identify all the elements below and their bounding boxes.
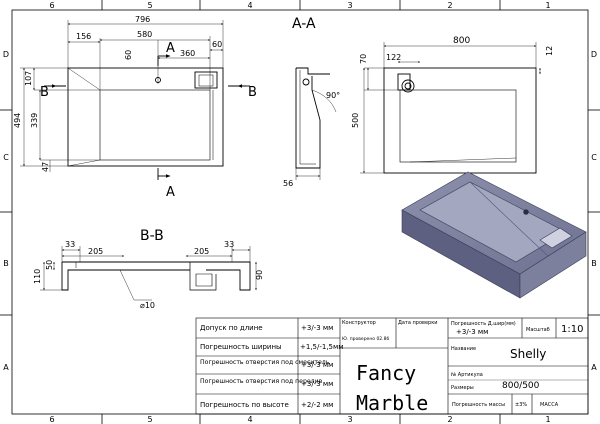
side-view	[383, 67, 537, 174]
dim-205-right: 205	[194, 247, 209, 256]
zone-top-3: 4	[247, 1, 252, 10]
zone-left-d: D	[3, 50, 9, 59]
dim-33-left: 33	[65, 240, 75, 249]
front-view-labels: 796 156 580 60 360 60 107 494 339 47 A A…	[13, 15, 257, 200]
dim-800: 800	[453, 36, 470, 46]
mass-tolerance-value: ±3%	[515, 402, 527, 408]
dim-50: 50	[45, 260, 54, 270]
dim-500: 500	[351, 113, 360, 128]
dim-60-top: 60	[124, 50, 133, 60]
section-a-bottom: A	[166, 185, 175, 200]
tol-size-value: +3/-3 мм	[456, 328, 488, 336]
zone-bottom-1: 6	[49, 415, 54, 424]
zone-right-a: A	[591, 363, 597, 372]
section-aa-title: A-A	[292, 16, 316, 32]
section-aa	[295, 67, 337, 169]
dim-90-bb: 90	[255, 270, 264, 280]
tol-overflow-label: Погрешность отверстия под перелив	[200, 378, 323, 385]
dim-796: 796	[135, 15, 150, 24]
tol-height-label: Погрешность по высоте	[200, 401, 289, 409]
dim-33-right: 33	[224, 240, 234, 249]
zone-top-6: 1	[545, 1, 550, 10]
scale-value: 1:10	[561, 324, 583, 335]
zone-left-b: B	[3, 259, 9, 268]
tol-length-label: Допуск по длине	[200, 324, 263, 332]
section-a-top: A	[166, 41, 175, 56]
dim-60-right: 60	[212, 40, 222, 49]
section-b-right: B	[248, 85, 257, 100]
tol-mixer-value: +3/-3 мм	[301, 361, 333, 369]
dim-156: 156	[76, 32, 91, 41]
dim-360: 360	[180, 49, 195, 58]
dim-339: 339	[30, 113, 39, 128]
brand-marble: Marble	[356, 391, 428, 415]
front-view-dimensions	[20, 20, 224, 172]
mass-label: МАССА	[540, 402, 559, 408]
dim-110: 110	[33, 269, 42, 284]
tol-width-value: +1,5/-1,5мм	[300, 343, 344, 351]
dim-dia-10: ⌀10	[140, 301, 155, 310]
zone-bottom-6: 1	[545, 415, 550, 424]
brand-fancy: Fancy	[356, 361, 416, 385]
zone-right-b: B	[591, 259, 597, 268]
dim-56: 56	[283, 179, 293, 188]
zone-bottom-5: 2	[447, 415, 452, 424]
tol-height-value: +2/-2 мм	[301, 401, 333, 409]
mass-tolerance-label: Погрешность массы	[452, 402, 505, 408]
section-bb	[61, 261, 251, 291]
dim-205-left: 205	[88, 247, 103, 256]
zone-bottom-3: 4	[247, 415, 252, 424]
revision-note: Ю. проверено 02.8б	[342, 336, 389, 342]
isometric-view	[401, 171, 587, 299]
section-b-left: B	[40, 85, 49, 100]
dim-122: 122	[386, 53, 401, 62]
dim-494: 494	[13, 113, 22, 128]
dim-107: 107	[24, 71, 33, 86]
side-view-labels: 800 122 70 12 500	[351, 36, 554, 128]
side-view-dimensions	[360, 42, 541, 174]
tol-overflow-value: +3/-3 мм	[301, 380, 333, 388]
section-bb-dimensions	[40, 246, 257, 301]
tol-length-value: +3/-3 мм	[301, 324, 333, 332]
zone-bottom-2: 5	[147, 415, 152, 424]
zone-top-5: 2	[447, 1, 452, 10]
designer-column: Конструктор	[342, 320, 376, 326]
tol-size-label: Погрешность Д.шир(мм)	[451, 321, 516, 327]
title-block-text: Допуск по длине +3/-3 мм Погрешность шир…	[200, 320, 583, 415]
dim-90-deg: 90°	[326, 91, 340, 100]
zone-top-4: 3	[347, 1, 352, 10]
product-name: Shelly	[510, 347, 546, 361]
section-aa-dimensions	[295, 168, 321, 180]
tol-mixer-label: Погрешность отверстия под смеситель	[200, 359, 330, 366]
zone-left-a: A	[3, 363, 9, 372]
dim-47: 47	[41, 162, 50, 172]
name-label: Название	[451, 346, 476, 352]
section-bb-labels: B-B 33 205 205 33 50 110 90 ⌀10	[33, 228, 264, 310]
section-aa-labels: A-A 90° 56	[283, 16, 340, 188]
zone-bottom-4: 3	[347, 415, 352, 424]
dim-12: 12	[545, 46, 554, 56]
size-label: Размеры	[451, 385, 474, 391]
article-label: № Артикула	[451, 372, 483, 378]
tol-width-label: Погрешность ширины	[200, 343, 282, 351]
zone-left-c: C	[3, 153, 9, 162]
zone-top-2: 5	[147, 1, 152, 10]
front-view	[44, 40, 250, 180]
zone-labels: 6 5 4 3 2 1 6 5 4 3 2 1 D C B A D C B A	[3, 1, 597, 424]
zone-top-1: 6	[49, 1, 54, 10]
size-value: 800/500	[502, 381, 540, 391]
zone-right-c: C	[591, 153, 597, 162]
title-block-grid	[195, 317, 589, 415]
section-bb-title: B-B	[140, 228, 164, 244]
dim-580: 580	[137, 30, 152, 39]
approval-column: Дата проверки	[398, 320, 438, 326]
zone-right-d: D	[591, 50, 597, 59]
dim-70: 70	[359, 54, 368, 64]
scale-label: Масштаб	[526, 327, 550, 333]
